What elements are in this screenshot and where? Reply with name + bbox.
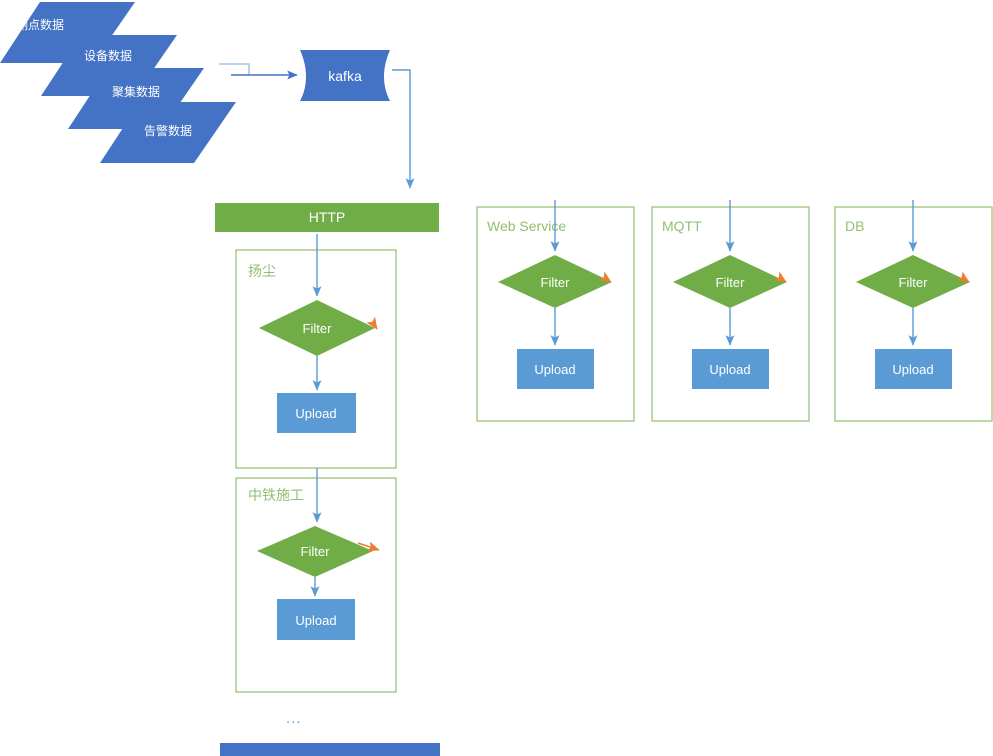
- source-shape-4[interactable]: 告警数据: [100, 102, 236, 163]
- filter-label-right-3: Filter: [899, 275, 929, 290]
- upload-label-left-1: Upload: [295, 406, 336, 421]
- left-panel-1-label: 扬尘: [248, 263, 276, 279]
- http-bar-label: HTTP: [309, 209, 346, 225]
- upload-node-right-2[interactable]: Upload: [692, 349, 769, 389]
- right-panel-3[interactable]: DB Filter Upload: [834, 200, 993, 422]
- connector-filter-reject-right-3: [956, 271, 970, 283]
- source-label-2: 设备数据: [84, 48, 132, 63]
- left-panel-1[interactable]: 扬尘 Filter Upload: [235, 234, 397, 469]
- source-label-1: 测点数据: [16, 17, 64, 32]
- connector-filter-reject-right-1: [598, 271, 612, 283]
- connector-filter-reject-left-2: [357, 541, 380, 552]
- upload-node-left-1[interactable]: Upload: [277, 393, 356, 433]
- bottom-bar[interactable]: [220, 743, 440, 756]
- upload-node-right-1[interactable]: Upload: [517, 349, 594, 389]
- connector-sources-step: [219, 63, 250, 75]
- filter-node-left-2[interactable]: Filter: [257, 526, 373, 577]
- source-stack: 测点数据 设备数据 聚集数据 告警数据: [0, 2, 236, 163]
- connector-filter-reject-left-1: [366, 316, 378, 330]
- filter-node-left-1[interactable]: Filter: [259, 300, 375, 356]
- upload-node-right-3[interactable]: Upload: [875, 349, 952, 389]
- kafka-node[interactable]: kafka: [300, 50, 390, 101]
- filter-label-left-2: Filter: [301, 544, 331, 559]
- filter-node-right-2[interactable]: Filter: [673, 255, 787, 308]
- filter-label-right-1: Filter: [541, 275, 571, 290]
- left-panel-2[interactable]: 中铁施工 Filter Upload: [235, 468, 397, 693]
- ellipsis-more-panels: ...: [286, 710, 302, 727]
- right-panel-1-label: Web Service: [487, 218, 566, 234]
- source-label-4: 告警数据: [144, 123, 192, 138]
- connector-filter-reject-right-2: [773, 271, 787, 283]
- right-panel-2-label: MQTT: [662, 218, 702, 234]
- upload-label-right-2: Upload: [709, 362, 750, 377]
- upload-label-right-1: Upload: [534, 362, 575, 377]
- http-bar[interactable]: HTTP: [215, 203, 439, 232]
- filter-node-right-3[interactable]: Filter: [856, 255, 970, 308]
- filter-label-left-1: Filter: [303, 321, 333, 336]
- filter-node-right-1[interactable]: Filter: [498, 255, 612, 308]
- source-label-3: 聚集数据: [112, 84, 160, 99]
- right-panel-1[interactable]: Web Service Filter Upload: [476, 200, 635, 422]
- upload-label-right-3: Upload: [892, 362, 933, 377]
- kafka-label: kafka: [328, 68, 362, 84]
- left-panel-2-label: 中铁施工: [248, 487, 304, 503]
- upload-label-left-2: Upload: [295, 613, 336, 628]
- filter-label-right-2: Filter: [716, 275, 746, 290]
- right-panel-2[interactable]: MQTT Filter Upload: [651, 200, 810, 422]
- connector-kafka-to-http: [392, 69, 415, 189]
- right-panel-3-label: DB: [845, 218, 864, 234]
- upload-node-left-2[interactable]: Upload: [277, 599, 355, 640]
